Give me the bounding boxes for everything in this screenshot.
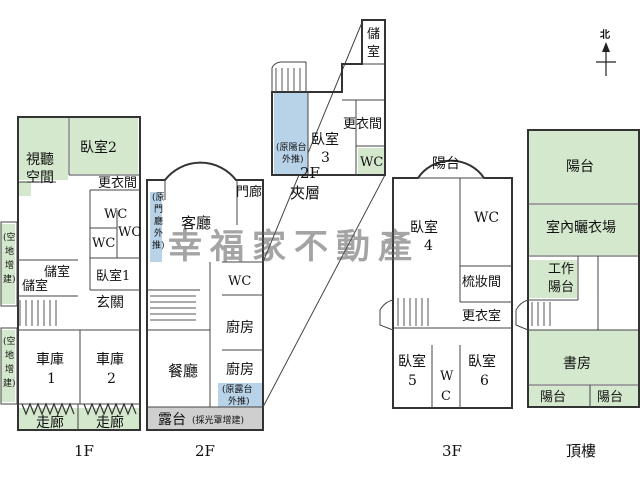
- room-bedroom4-line2: 4: [424, 238, 433, 254]
- floor-1f: 視聽 空間 臥室2 更衣間 WC WC WC 儲室 儲室 臥室1 玄關 車庫 1…: [0, 116, 141, 460]
- annex-top-3: 建): [3, 273, 16, 285]
- room-dressing-3f: 更衣室: [462, 308, 501, 324]
- mezz-storage-0: 儲: [367, 27, 380, 42]
- room-foyer: 玄關: [96, 294, 124, 311]
- floor-label-2f: 2F: [195, 442, 215, 460]
- room-garage1-line2: 1: [47, 371, 56, 387]
- room-av-line2: 空間: [26, 170, 54, 186]
- garage-door-1-icon: [21, 402, 75, 416]
- room-drying: 室內曬衣場: [546, 219, 616, 236]
- room-garage1-line1: 車庫: [36, 351, 64, 368]
- room-balcony-3f: 陽台: [432, 156, 460, 172]
- compass-north-label: 北: [600, 28, 610, 41]
- watermark: 幸福家不動產: [168, 227, 420, 267]
- annex-top-1: 地: [5, 245, 14, 257]
- room-bedroom6-line2: 6: [480, 373, 489, 389]
- room-corridor1: 走廊: [36, 414, 64, 431]
- room-kitchen-b: 廚房: [226, 361, 254, 378]
- room-wc-1f-a: WC: [104, 207, 127, 222]
- garage-door-2-icon: [83, 402, 137, 416]
- room-roof-balcony-r: 陽台: [597, 390, 623, 405]
- room-study: 書房: [563, 356, 591, 372]
- annex-bottom-0: (空: [3, 335, 16, 347]
- room-bedroom5-line1: 臥室: [398, 353, 426, 370]
- floor-label-3f: 3F: [442, 442, 462, 460]
- compass: 北: [596, 28, 616, 76]
- annex-bottom-2: 增: [5, 363, 14, 375]
- room-wc-3f-small-1: W: [440, 369, 454, 384]
- room-wc-3f-small-2: C: [441, 389, 451, 404]
- annex-bottom-1: 地: [5, 349, 14, 361]
- terrace-note-1: (原露台: [222, 383, 253, 395]
- terrace-extension: (採光罩增建): [192, 414, 244, 426]
- room-dining: 餐廳: [168, 362, 198, 380]
- room-bedroom3-line2: 3: [321, 150, 330, 166]
- orig-door-2: 廳: [154, 215, 163, 227]
- stair-mezz-icon: [271, 61, 307, 92]
- floor-roof: 陽台 室內曬衣場 工作 陽台 書房 陽台 陽台 頂樓: [515, 129, 640, 460]
- room-work-balcony-2: 陽台: [548, 280, 574, 295]
- room-terrace: 露台: [158, 412, 186, 428]
- room-dressing-1f: 更衣間: [98, 175, 137, 191]
- room-work-balcony-1: 工作: [548, 262, 574, 277]
- room-garage2-line2: 2: [107, 371, 116, 387]
- room-kitchen-a: 廚房: [226, 319, 254, 336]
- floor-label-mezz-2: 夾層: [290, 184, 320, 202]
- floor-2f: (原 門 廳 外 推) 客廳 門廊 WC 廚房 廚房 餐廳 (原露台 外推) 露…: [146, 161, 264, 460]
- floor-label-mezz-1: 2F: [300, 164, 320, 182]
- room-wc-1f-b: WC: [118, 225, 141, 240]
- orig-door-1: 門: [154, 204, 163, 215]
- stair-roof-icon: [515, 299, 551, 331]
- room-storage-1f-b: 儲室: [22, 278, 48, 294]
- room-av-line1: 視聽: [26, 152, 54, 168]
- stair-3f-icon: [379, 298, 429, 331]
- orig-door-3: 外: [154, 227, 163, 239]
- room-wc-3f: WC: [474, 210, 499, 226]
- room-bedroom6-line1: 臥室: [468, 353, 496, 370]
- mezz-balcony-note-2: 外推): [282, 153, 304, 165]
- terrace-note-2: 外推): [228, 395, 250, 407]
- floor-3f: 陽台 臥室 4 WC 梳妝間 更衣室 臥室 5 W C 臥室 6 3F: [379, 156, 513, 460]
- orig-door-4: 推): [152, 239, 165, 251]
- floor-label-1f: 1F: [74, 442, 94, 460]
- room-corridor2: 走廊: [96, 414, 124, 431]
- floor-label-roof: 頂樓: [566, 442, 596, 460]
- room-roof-balcony-top: 陽台: [566, 159, 594, 175]
- mezz-balcony-note-1: (原陽台: [276, 141, 307, 153]
- room-bedroom4-line1: 臥室: [410, 219, 438, 236]
- annex-top-0: (空: [3, 231, 16, 243]
- stair-2f-icon: [150, 295, 196, 321]
- orig-door-0: (原: [152, 192, 165, 203]
- room-bedroom5-line2: 5: [408, 373, 417, 389]
- room-living: 客廳: [181, 214, 211, 232]
- room-wc-mezz: WC: [360, 155, 383, 170]
- room-vanity: 梳妝間: [462, 275, 501, 290]
- room-roof-balcony-l: 陽台: [540, 390, 566, 405]
- annex-top-2: 增: [5, 259, 14, 271]
- mezz-storage-1: 室: [367, 44, 380, 60]
- room-dressing-mezz: 更衣間: [343, 116, 382, 132]
- room-bedroom1: 臥室1: [96, 268, 130, 284]
- annex-bottom-3: 建): [3, 377, 16, 389]
- room-bedroom3-line1: 臥室: [311, 131, 339, 148]
- room-garage2-line1: 車庫: [96, 351, 124, 368]
- floor-2f-mezzanine: 儲 室 更衣間 臥室 3 (原陽台 外推) WC 2F 夾層: [262, 19, 386, 408]
- room-bedroom2: 臥室2: [80, 139, 117, 156]
- room-porch: 門廊: [236, 184, 262, 200]
- room-wc-2f: WC: [228, 274, 251, 289]
- room-storage-1f-a: 儲室: [44, 264, 70, 280]
- north-arrow-icon: [596, 42, 616, 76]
- room-wc-1f-c: WC: [92, 236, 115, 251]
- stair-1f-icon: [19, 300, 57, 326]
